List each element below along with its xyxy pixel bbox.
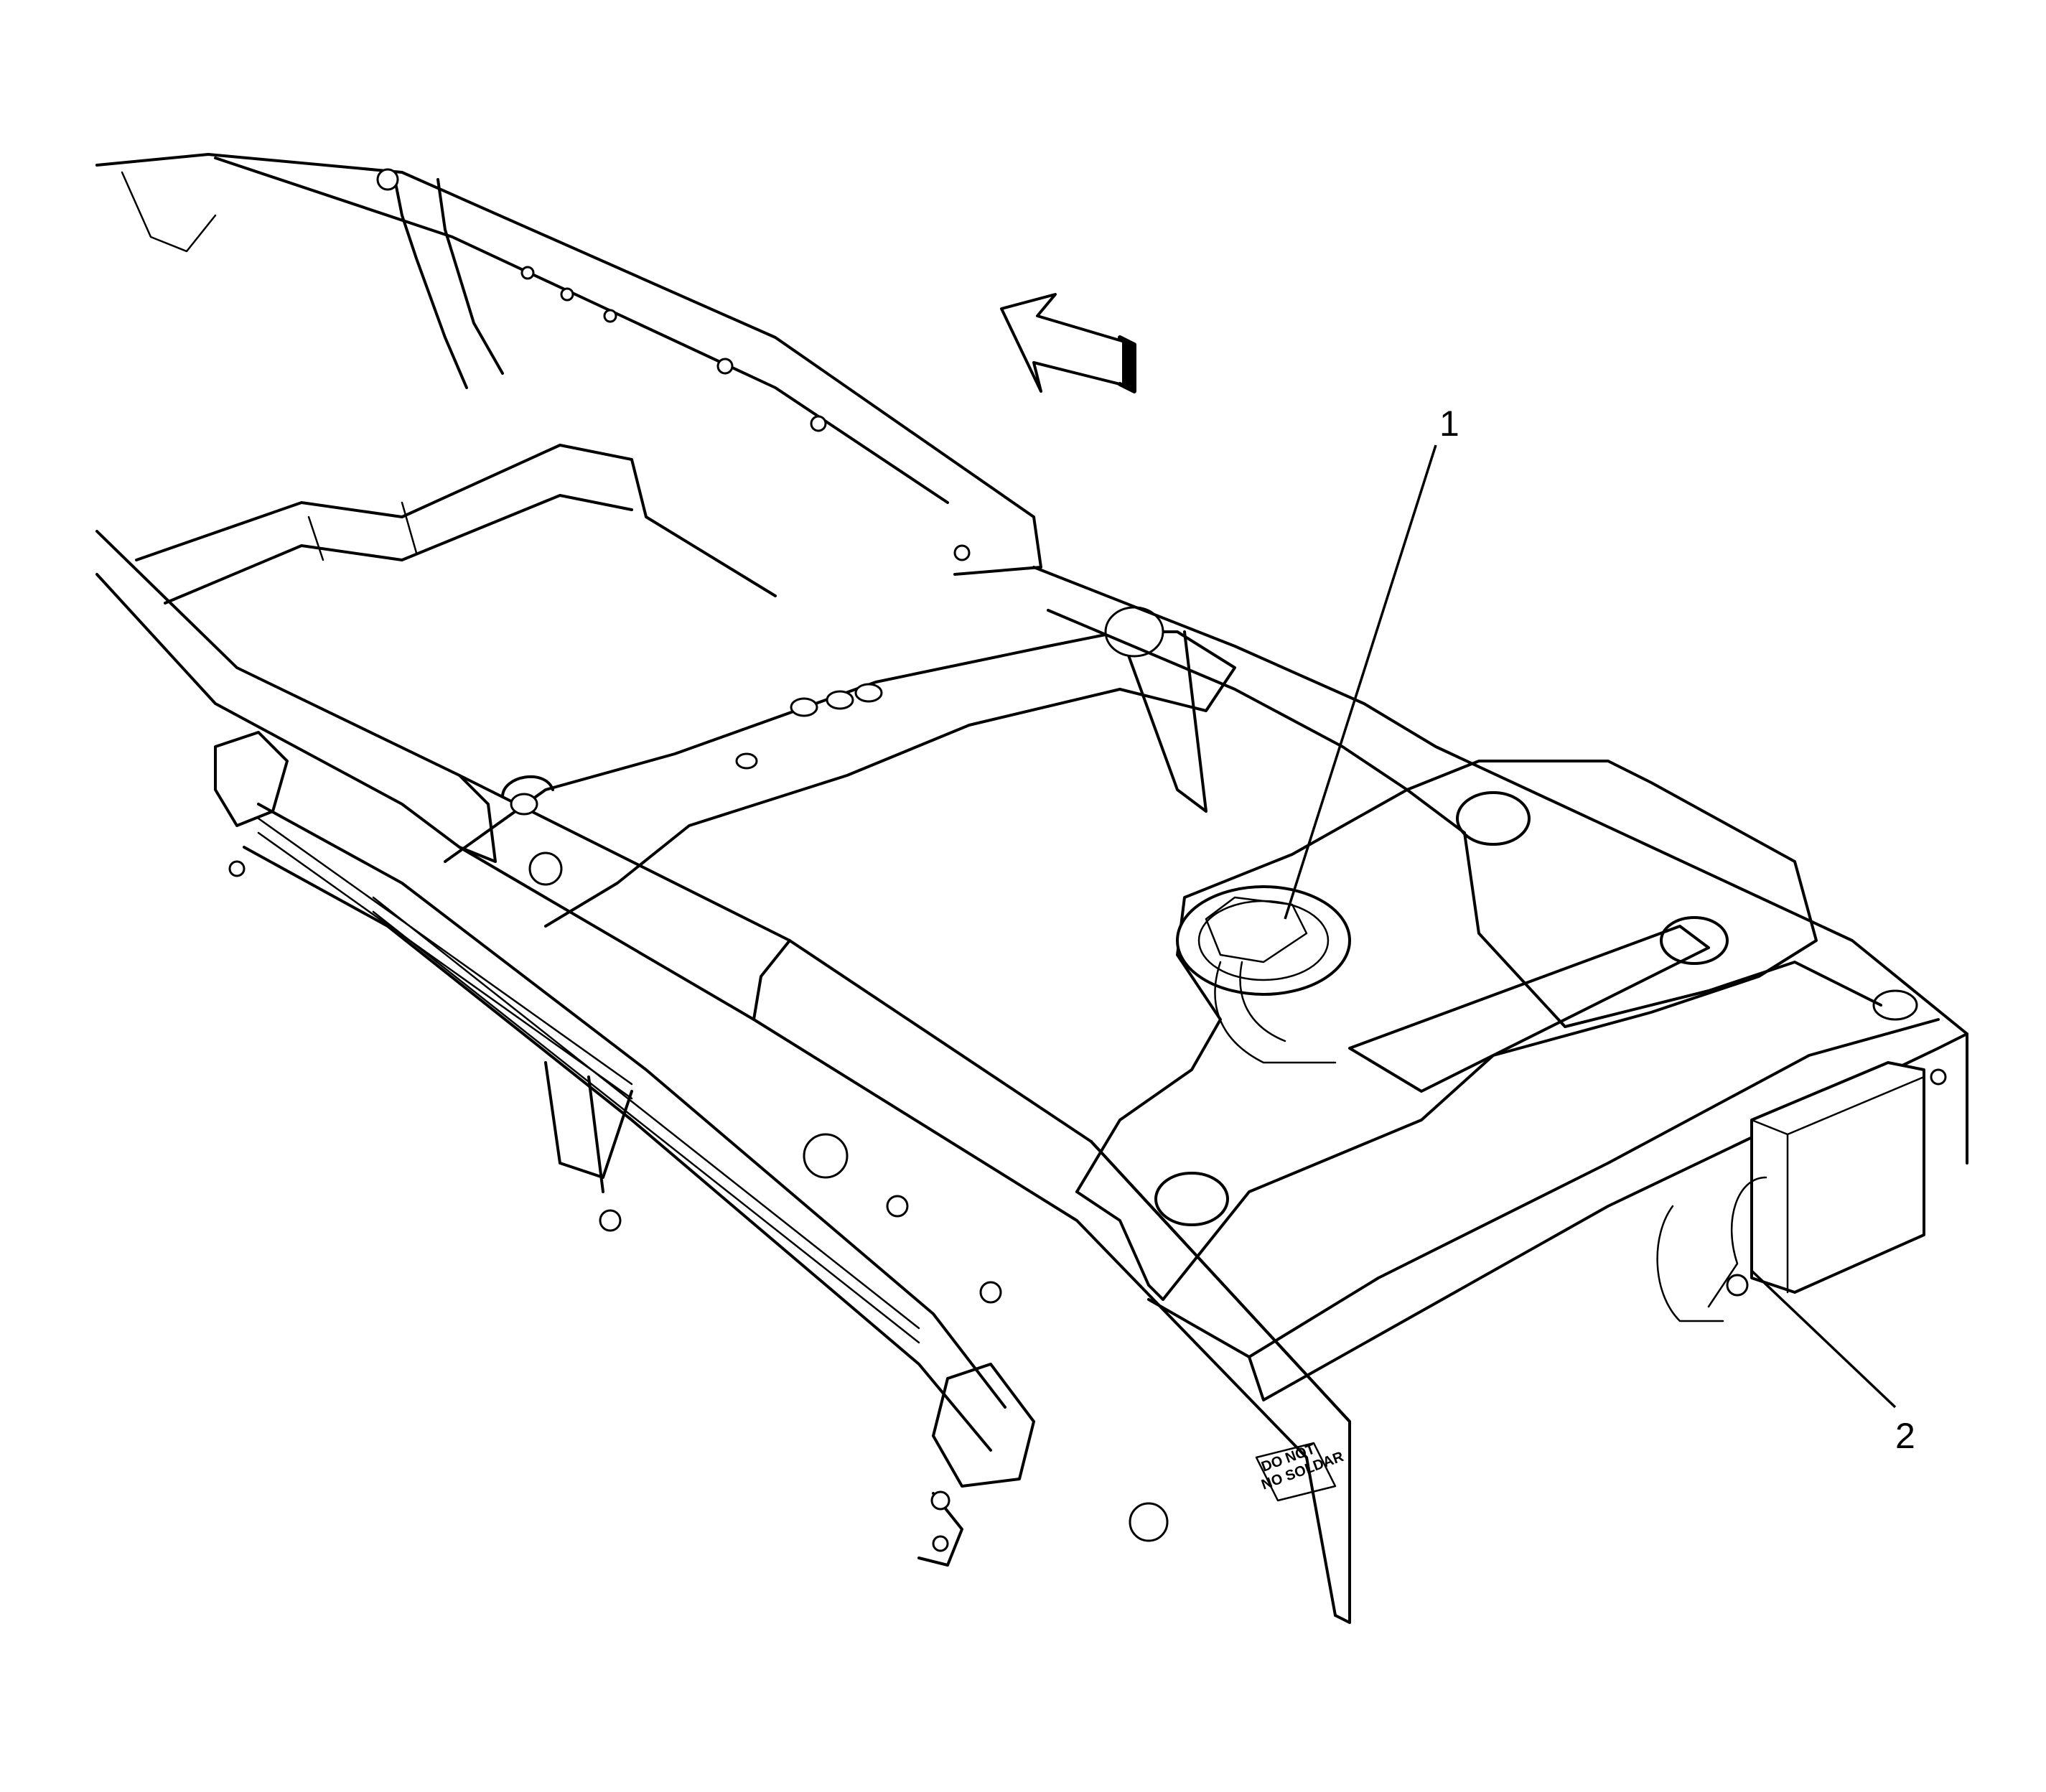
leaf-spring [243,803,1006,1452]
callout-leaders [1284,444,1897,1409]
front-spring-hanger [214,731,289,877]
right-frame-rail [1032,566,1968,1165]
leader-line-2 [1750,1269,1897,1409]
callout-label-2: 2 [1895,1416,1915,1456]
frame-stamp: DO NOT NO SOLDAR [1255,1441,1346,1502]
left-frame-rail [95,153,1042,576]
evap-canister [1656,1061,1925,1322]
rear-crossmember [1147,788,1968,1401]
fuel-pump-module [1176,885,1351,1064]
fuel-tank [1075,760,1818,1301]
forward-arrow-icon [1000,293,1136,393]
rear-spring-hanger [917,1363,1035,1567]
leader-line-1 [1284,444,1437,920]
front-crossmember [135,444,777,605]
near-frame-rail [95,530,1351,1624]
callout-label-1: 1 [1439,403,1459,444]
middle-crossmember [444,606,1236,928]
